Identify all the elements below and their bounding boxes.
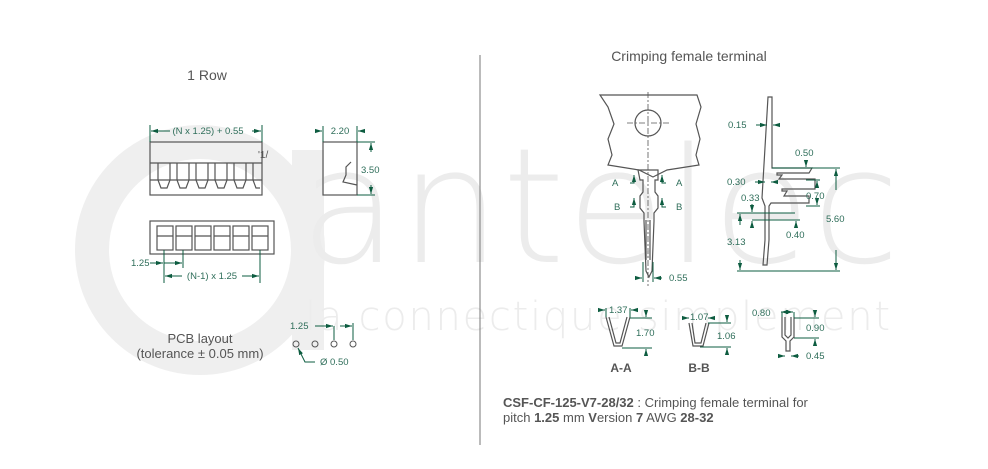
pcb-pitch: 1.25 bbox=[290, 321, 309, 332]
section-title-terminal: Crimping female terminal bbox=[611, 48, 767, 64]
dim-overall-length: (N x 1.25) + 0.55 bbox=[172, 126, 243, 137]
dim-050: 0.50 bbox=[795, 148, 814, 159]
dim-030: 0.30 bbox=[727, 177, 746, 188]
dim-aa-height: 1.70 bbox=[636, 328, 655, 339]
section-a-marker-right: A bbox=[676, 178, 683, 189]
section-aa-label: A-A bbox=[610, 361, 632, 375]
cap-h: 28-32 bbox=[680, 410, 713, 425]
dim-560: 5.60 bbox=[826, 214, 845, 225]
cap-a: pitch bbox=[503, 410, 534, 425]
terminal-side-view: 0.15 0.50 0.30 0.70 0.33 0.40 3.13 5.60 bbox=[727, 96, 845, 272]
dim-width: 2.20 bbox=[331, 126, 350, 137]
caption: CSF-CF-125-V7-28/32 : Crimping female te… bbox=[503, 395, 809, 425]
watermark-tagline: la connectique simplement bbox=[305, 294, 890, 340]
cap-f: 7 bbox=[636, 410, 643, 425]
pcb-hole-diameter: Ø 0.50 bbox=[320, 357, 349, 368]
pcb-title: PCB layout bbox=[167, 331, 232, 346]
section-b-marker-right: B bbox=[676, 202, 682, 213]
watermark: antelec la connectique simplement bbox=[75, 113, 900, 375]
section-tip: 0.80 0.90 0.45 bbox=[752, 308, 825, 362]
dim-bb-width: 1.07 bbox=[690, 312, 709, 323]
dim-thickness: 0.15 bbox=[728, 120, 747, 131]
section-b-b: 1.07 1.06 B-B bbox=[682, 312, 736, 375]
caption-desc: : Crimping female terminal for bbox=[634, 395, 809, 410]
cap-g: AWG bbox=[643, 410, 680, 425]
section-b-marker-left: B bbox=[614, 202, 620, 213]
cap-e: ersion bbox=[597, 410, 636, 425]
dim-tip-width: 0.80 bbox=[752, 308, 771, 319]
section-title-1-row: 1 Row bbox=[187, 67, 228, 83]
watermark-brand: antelec bbox=[300, 113, 900, 300]
dim-bb-height: 1.06 bbox=[717, 331, 736, 342]
pcb-tolerance: (tolerance ± 0.05 mm) bbox=[136, 346, 263, 361]
dim-front-width: 0.55 bbox=[669, 273, 688, 284]
cap-d: V bbox=[588, 410, 597, 425]
dim-pitch: 1.25 bbox=[131, 258, 150, 269]
terminal-front-view: A A B B 0.55 bbox=[598, 92, 702, 286]
bottom-view: 1.25 (N-1) x 1.25 bbox=[131, 220, 275, 283]
caption-line-2: pitch 1.25 mm Version 7 AWG 28-32 bbox=[503, 410, 714, 425]
dim-span: (N-1) x 1.25 bbox=[187, 271, 237, 282]
section-bb-label: B-B bbox=[688, 361, 710, 375]
dim-tip-pin: 0.45 bbox=[806, 351, 825, 362]
part-number: CSF-CF-125-V7-28/32 bbox=[503, 395, 634, 410]
pin1-marker: '1/ bbox=[258, 150, 268, 161]
dim-aa-width: 1.37 bbox=[609, 305, 628, 316]
section-a-marker-left: A bbox=[612, 178, 619, 189]
dim-height: 3.50 bbox=[361, 165, 380, 176]
dim-313: 3.13 bbox=[727, 237, 746, 248]
cap-b: 1.25 bbox=[534, 410, 559, 425]
caption-line-1: CSF-CF-125-V7-28/32 : Crimping female te… bbox=[503, 395, 809, 410]
top-view: '1/ (N x 1.25) + 0.55 bbox=[149, 125, 268, 196]
section-a-a: 1.37 1.70 A-A bbox=[598, 305, 655, 375]
dim-040: 0.40 bbox=[786, 230, 805, 241]
pcb-layout: PCB layout (tolerance ± 0.05 mm) 1.25 Ø … bbox=[136, 321, 357, 368]
cap-c: mm bbox=[559, 410, 588, 425]
dim-070: 0.70 bbox=[806, 191, 825, 202]
dim-tip-height: 0.90 bbox=[806, 323, 825, 334]
side-view: 2.20 3.50 bbox=[315, 126, 380, 196]
dim-033: 0.33 bbox=[741, 193, 760, 204]
